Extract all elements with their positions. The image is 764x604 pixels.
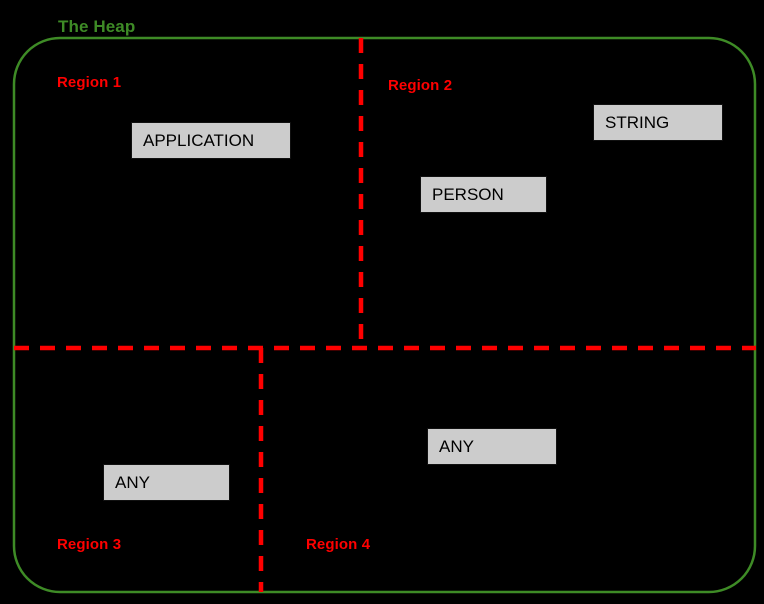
region-label-3: Region 3 (57, 536, 122, 553)
region-label-1: Region 1 (57, 74, 122, 91)
heap-title: The Heap (58, 17, 136, 36)
object-label-string: STRING (605, 113, 670, 132)
object-box-any-region-3: ANY (103, 464, 230, 501)
object-label-any-region-4: ANY (439, 437, 474, 456)
region-label-4: Region 4 (306, 536, 371, 553)
heap-boundary (12, 36, 757, 594)
region-label-2: Region 2 (388, 77, 453, 94)
object-label-person: PERSON (432, 185, 504, 204)
object-box-string: STRING (593, 104, 723, 141)
object-label-application: APPLICATION (143, 131, 255, 150)
object-box-person: PERSON (420, 176, 547, 213)
object-box-application: APPLICATION (131, 122, 291, 159)
object-box-any-region-4: ANY (427, 428, 557, 465)
object-label-any-region-3: ANY (115, 473, 150, 492)
